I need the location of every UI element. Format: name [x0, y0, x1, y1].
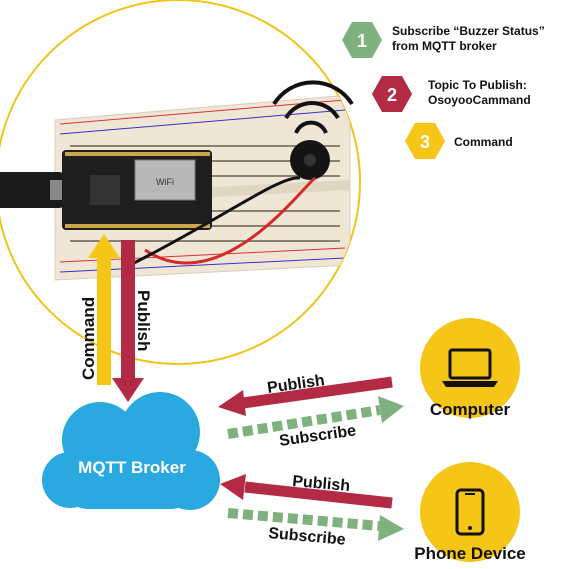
- step-1-line-2: from MQTT broker: [392, 39, 497, 53]
- step-2-line-1: Topic To Publish:: [428, 78, 527, 92]
- computer-circle: [420, 318, 520, 418]
- publish-arrow-label: Publish: [134, 290, 153, 351]
- step-1-line-1: Subscribe “Buzzer Status”: [392, 24, 545, 38]
- computer-subscribe-arrow: [227, 396, 404, 439]
- step-1-number: 1: [357, 31, 367, 51]
- black-wire: [129, 176, 301, 267]
- phone-subscribe-label: Subscribe: [268, 525, 347, 549]
- phone-publish-arrow: [220, 474, 393, 509]
- phone-circle: [420, 462, 520, 562]
- step-2-number: 2: [387, 85, 397, 105]
- phone-publish-label: Publish: [292, 473, 351, 495]
- command-arrow: [88, 234, 120, 385]
- step-2-text: Topic To Publish: OsoyooCammand: [428, 78, 531, 108]
- computer-label: Computer: [429, 400, 511, 419]
- laptop-icon: [442, 348, 498, 387]
- mqtt-broker-cloud: [42, 392, 220, 510]
- step-2-hexagon: [372, 76, 412, 112]
- chip-label: WiFi: [156, 177, 174, 187]
- step-3-hexagon: [405, 123, 445, 159]
- step-3-number: 3: [420, 132, 430, 152]
- step-1-hexagon: [342, 22, 382, 58]
- step-3-text: Command: [454, 135, 513, 150]
- sound-waves-icon: [272, 80, 354, 134]
- phone-subscribe-arrow: [227, 508, 404, 541]
- command-arrow-label: Command: [79, 297, 98, 380]
- phone-device-label: Phone Device: [414, 544, 526, 563]
- publish-arrow: [112, 240, 144, 402]
- usb-cable: [0, 172, 65, 208]
- nodemcu-board: WiFi: [62, 150, 212, 230]
- hardware-photo: WiFi: [0, 94, 351, 281]
- computer-publish-arrow: [218, 376, 393, 416]
- step-3-line-1: Command: [454, 135, 513, 149]
- step-1-text: Subscribe “Buzzer Status” from MQTT brok…: [392, 24, 545, 54]
- red-wire: [144, 176, 316, 265]
- mqtt-broker-label: MQTT Broker: [78, 458, 186, 477]
- step-2-line-2: OsoyooCammand: [428, 93, 531, 107]
- phone-icon: [455, 488, 485, 536]
